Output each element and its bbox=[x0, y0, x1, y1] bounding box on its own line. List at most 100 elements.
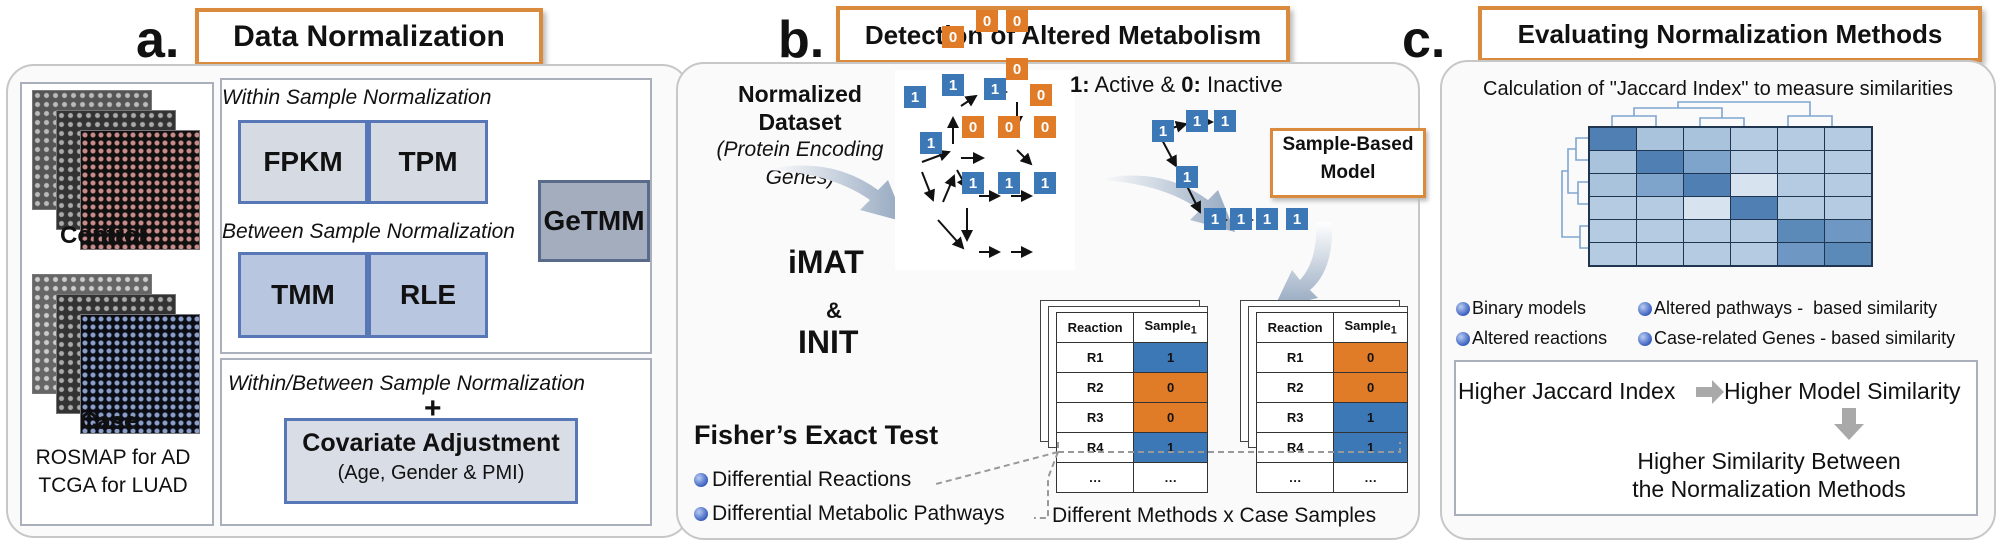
network-node: 0 bbox=[1006, 58, 1028, 80]
table-header: Reaction bbox=[1055, 312, 1135, 343]
panel-c-letter: c. bbox=[1402, 11, 1446, 69]
altered-reactions: Altered reactions bbox=[1472, 328, 1608, 348]
higher-jaccard: Higher Jaccard Index bbox=[1458, 378, 1676, 404]
higher-between-line2: the Normalization Methods bbox=[1632, 476, 1906, 502]
network-node: 1 bbox=[998, 172, 1020, 194]
normalized-dataset-label: Normalized Dataset (Protein Encoding Gen… bbox=[700, 80, 900, 192]
table-header: Sample1 bbox=[1133, 312, 1208, 343]
table-header: Reaction bbox=[1255, 312, 1335, 343]
init-label: INIT bbox=[798, 324, 859, 360]
panel-a-letter: a. bbox=[136, 11, 180, 69]
tmm-box: TMM bbox=[238, 252, 368, 338]
legend-active: Active & bbox=[1089, 72, 1182, 97]
network-node: 0 bbox=[1006, 10, 1028, 32]
higher-model-similarity: Higher Model Similarity bbox=[1724, 378, 1961, 404]
dashed-connectors bbox=[935, 442, 1401, 519]
bullet-icon bbox=[694, 473, 708, 487]
network-node: 0 bbox=[998, 116, 1020, 138]
model-node: 1 bbox=[1176, 166, 1198, 188]
arrow-dataset-to-network bbox=[765, 165, 905, 222]
jaccard-caption: Calculation of "Jaccard Index" to measur… bbox=[1483, 78, 1953, 100]
normalized-line2: Dataset bbox=[758, 109, 842, 135]
network-node: 0 bbox=[1030, 84, 1052, 106]
binary-models: Binary models bbox=[1472, 298, 1587, 318]
model-node: 1 bbox=[1152, 120, 1174, 142]
table-row: …… bbox=[1255, 462, 1408, 493]
dataset-tcga: TCGA for LUAD bbox=[38, 474, 188, 497]
right-arrow-icon bbox=[1696, 380, 1724, 404]
getmm-box: GeTMM bbox=[538, 180, 650, 262]
bullet-icon bbox=[1456, 332, 1470, 346]
sample-based-line1: Sample-Based bbox=[1282, 134, 1414, 155]
table-header: Sample1 bbox=[1333, 312, 1408, 343]
network-node: 1 bbox=[984, 78, 1006, 100]
within-sample-label: Within Sample Normalization bbox=[222, 86, 492, 109]
bullet-icon bbox=[1638, 302, 1652, 316]
network-node: 0 bbox=[976, 10, 998, 32]
control-microarray-front bbox=[80, 130, 200, 250]
dataset-rosmap: ROSMAP for AD bbox=[35, 446, 191, 469]
model-node: 1 bbox=[1186, 110, 1208, 132]
differential-reactions: Differential Reactions bbox=[712, 468, 912, 491]
network-node: 1 bbox=[942, 74, 964, 96]
panel-a-title: Data Normalization bbox=[195, 8, 543, 66]
heatmap-dendrogram bbox=[1561, 101, 1833, 249]
higher-between-line1: Higher Similarity Between bbox=[1637, 448, 1901, 474]
legend-inactive: Inactive bbox=[1200, 72, 1283, 97]
sample-based-model-box: Sample-Based Model bbox=[1270, 128, 1426, 198]
network-node: 1 bbox=[962, 172, 984, 194]
network-node: 1 bbox=[1034, 172, 1056, 194]
protein-line1: (Protein Encoding bbox=[716, 138, 884, 161]
network-node: 0 bbox=[1034, 116, 1056, 138]
model-node: 1 bbox=[1256, 208, 1278, 230]
panel-b-title: Detection of Altered Metabolism bbox=[836, 6, 1290, 64]
differential-pathways: Differential Metabolic Pathways bbox=[712, 502, 1005, 525]
panel-c-title: Evaluating Normalization Methods bbox=[1478, 6, 1982, 62]
network-node: 0 bbox=[942, 26, 964, 48]
activity-legend: 1: Active & 0: Inactive bbox=[1070, 72, 1283, 98]
arrow-model-to-tables bbox=[1274, 222, 1333, 308]
model-node: 1 bbox=[1204, 208, 1226, 230]
covariate-subtitle: (Age, Gender & PMI) bbox=[337, 462, 525, 484]
fpkm-box: FPKM bbox=[238, 120, 368, 204]
control-label: Control bbox=[60, 222, 146, 249]
model-node: 1 bbox=[1286, 208, 1308, 230]
legend-one: 1: bbox=[1070, 72, 1090, 97]
table-row: …… bbox=[1055, 462, 1208, 493]
legend-zero: 0: bbox=[1181, 72, 1201, 97]
bullet-icon bbox=[1638, 332, 1652, 346]
between-sample-label: Between Sample Normalization bbox=[222, 220, 515, 243]
network-node: 1 bbox=[904, 86, 926, 108]
bullet-icon bbox=[1456, 302, 1470, 316]
plus-sign: + bbox=[424, 392, 442, 425]
sample-based-line2: Model bbox=[1320, 162, 1376, 183]
within-between-label: Within/Between Sample Normalization bbox=[228, 372, 585, 395]
case-related-genes: Case-related Genes - based similarity bbox=[1654, 328, 1956, 348]
network-node: 0 bbox=[962, 116, 984, 138]
normalized-line1: Normalized bbox=[738, 81, 862, 107]
covariate-box: Covariate Adjustment (Age, Gender & PMI) bbox=[284, 418, 578, 504]
model-node: 1 bbox=[1214, 110, 1236, 132]
bullet-icon bbox=[694, 507, 708, 521]
rle-box: RLE bbox=[368, 252, 488, 338]
case-microarray-front bbox=[80, 314, 200, 434]
covariate-title: Covariate Adjustment bbox=[302, 429, 560, 457]
imat-label: iMAT bbox=[788, 244, 864, 280]
methods-caption: Different Methods x Case Samples bbox=[1052, 504, 1377, 527]
ampersand-label: & bbox=[826, 298, 842, 323]
fisher-exact-test: Fisher’s Exact Test bbox=[694, 420, 939, 450]
network-node: 1 bbox=[920, 132, 942, 154]
model-node: 1 bbox=[1230, 208, 1252, 230]
altered-pathways: Altered pathways - based similarity bbox=[1654, 298, 1938, 318]
down-arrow-icon bbox=[1834, 408, 1864, 440]
jaccard-heatmap bbox=[1588, 126, 1873, 267]
